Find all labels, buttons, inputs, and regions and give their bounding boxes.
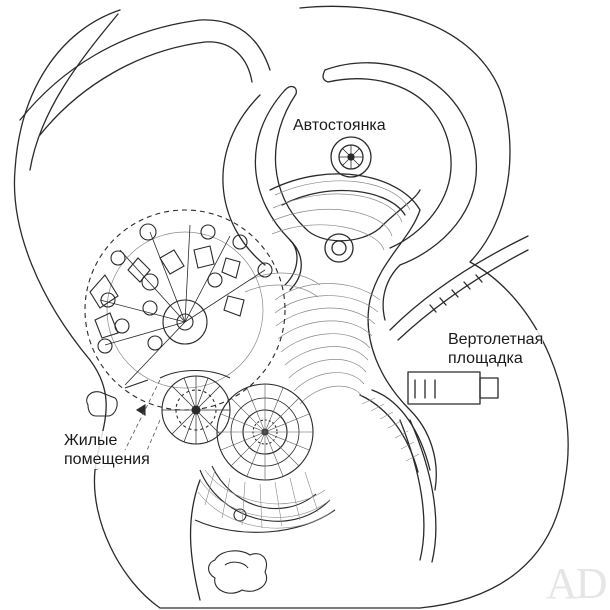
parking-turntable-outer bbox=[330, 136, 372, 178]
helipad-edge bbox=[389, 235, 529, 331]
helipad-label-line1: Вертолетная bbox=[448, 330, 544, 349]
helipad-label-line2: площадка bbox=[448, 349, 523, 368]
living-label-line2: помещения bbox=[64, 450, 150, 469]
lower-hub-small bbox=[159, 370, 231, 445]
parking-label: Автостоянка bbox=[293, 116, 386, 135]
parking-ring-outer bbox=[324, 62, 478, 321]
terrace-arcs bbox=[244, 180, 411, 405]
helipad-platform bbox=[407, 371, 481, 405]
parking-ring-inner bbox=[254, 89, 302, 291]
central-body bbox=[304, 189, 421, 242]
watermark-logo: AD bbox=[546, 559, 608, 608]
access-road bbox=[19, 19, 271, 121]
living-label-line1: Жилые bbox=[64, 431, 118, 450]
fan-hatch bbox=[197, 469, 335, 529]
site-boundary bbox=[13, 5, 569, 609]
main-ramp bbox=[269, 173, 437, 491]
garden-feature bbox=[208, 550, 268, 594]
lower-hub-large bbox=[194, 383, 336, 533]
